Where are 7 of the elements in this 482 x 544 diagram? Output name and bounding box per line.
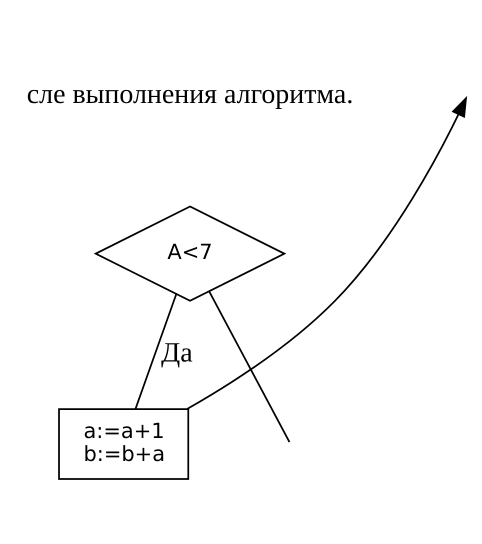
connector (134, 294, 178, 409)
arrow (186, 96, 468, 410)
edge-label: Да (161, 338, 193, 369)
node-box: a:=a+1 b:=b+a (58, 408, 190, 480)
connector (208, 291, 290, 442)
label: сле выполнения алгоритма. (26, 79, 354, 110)
node-diamond: A<7 (94, 206, 286, 302)
